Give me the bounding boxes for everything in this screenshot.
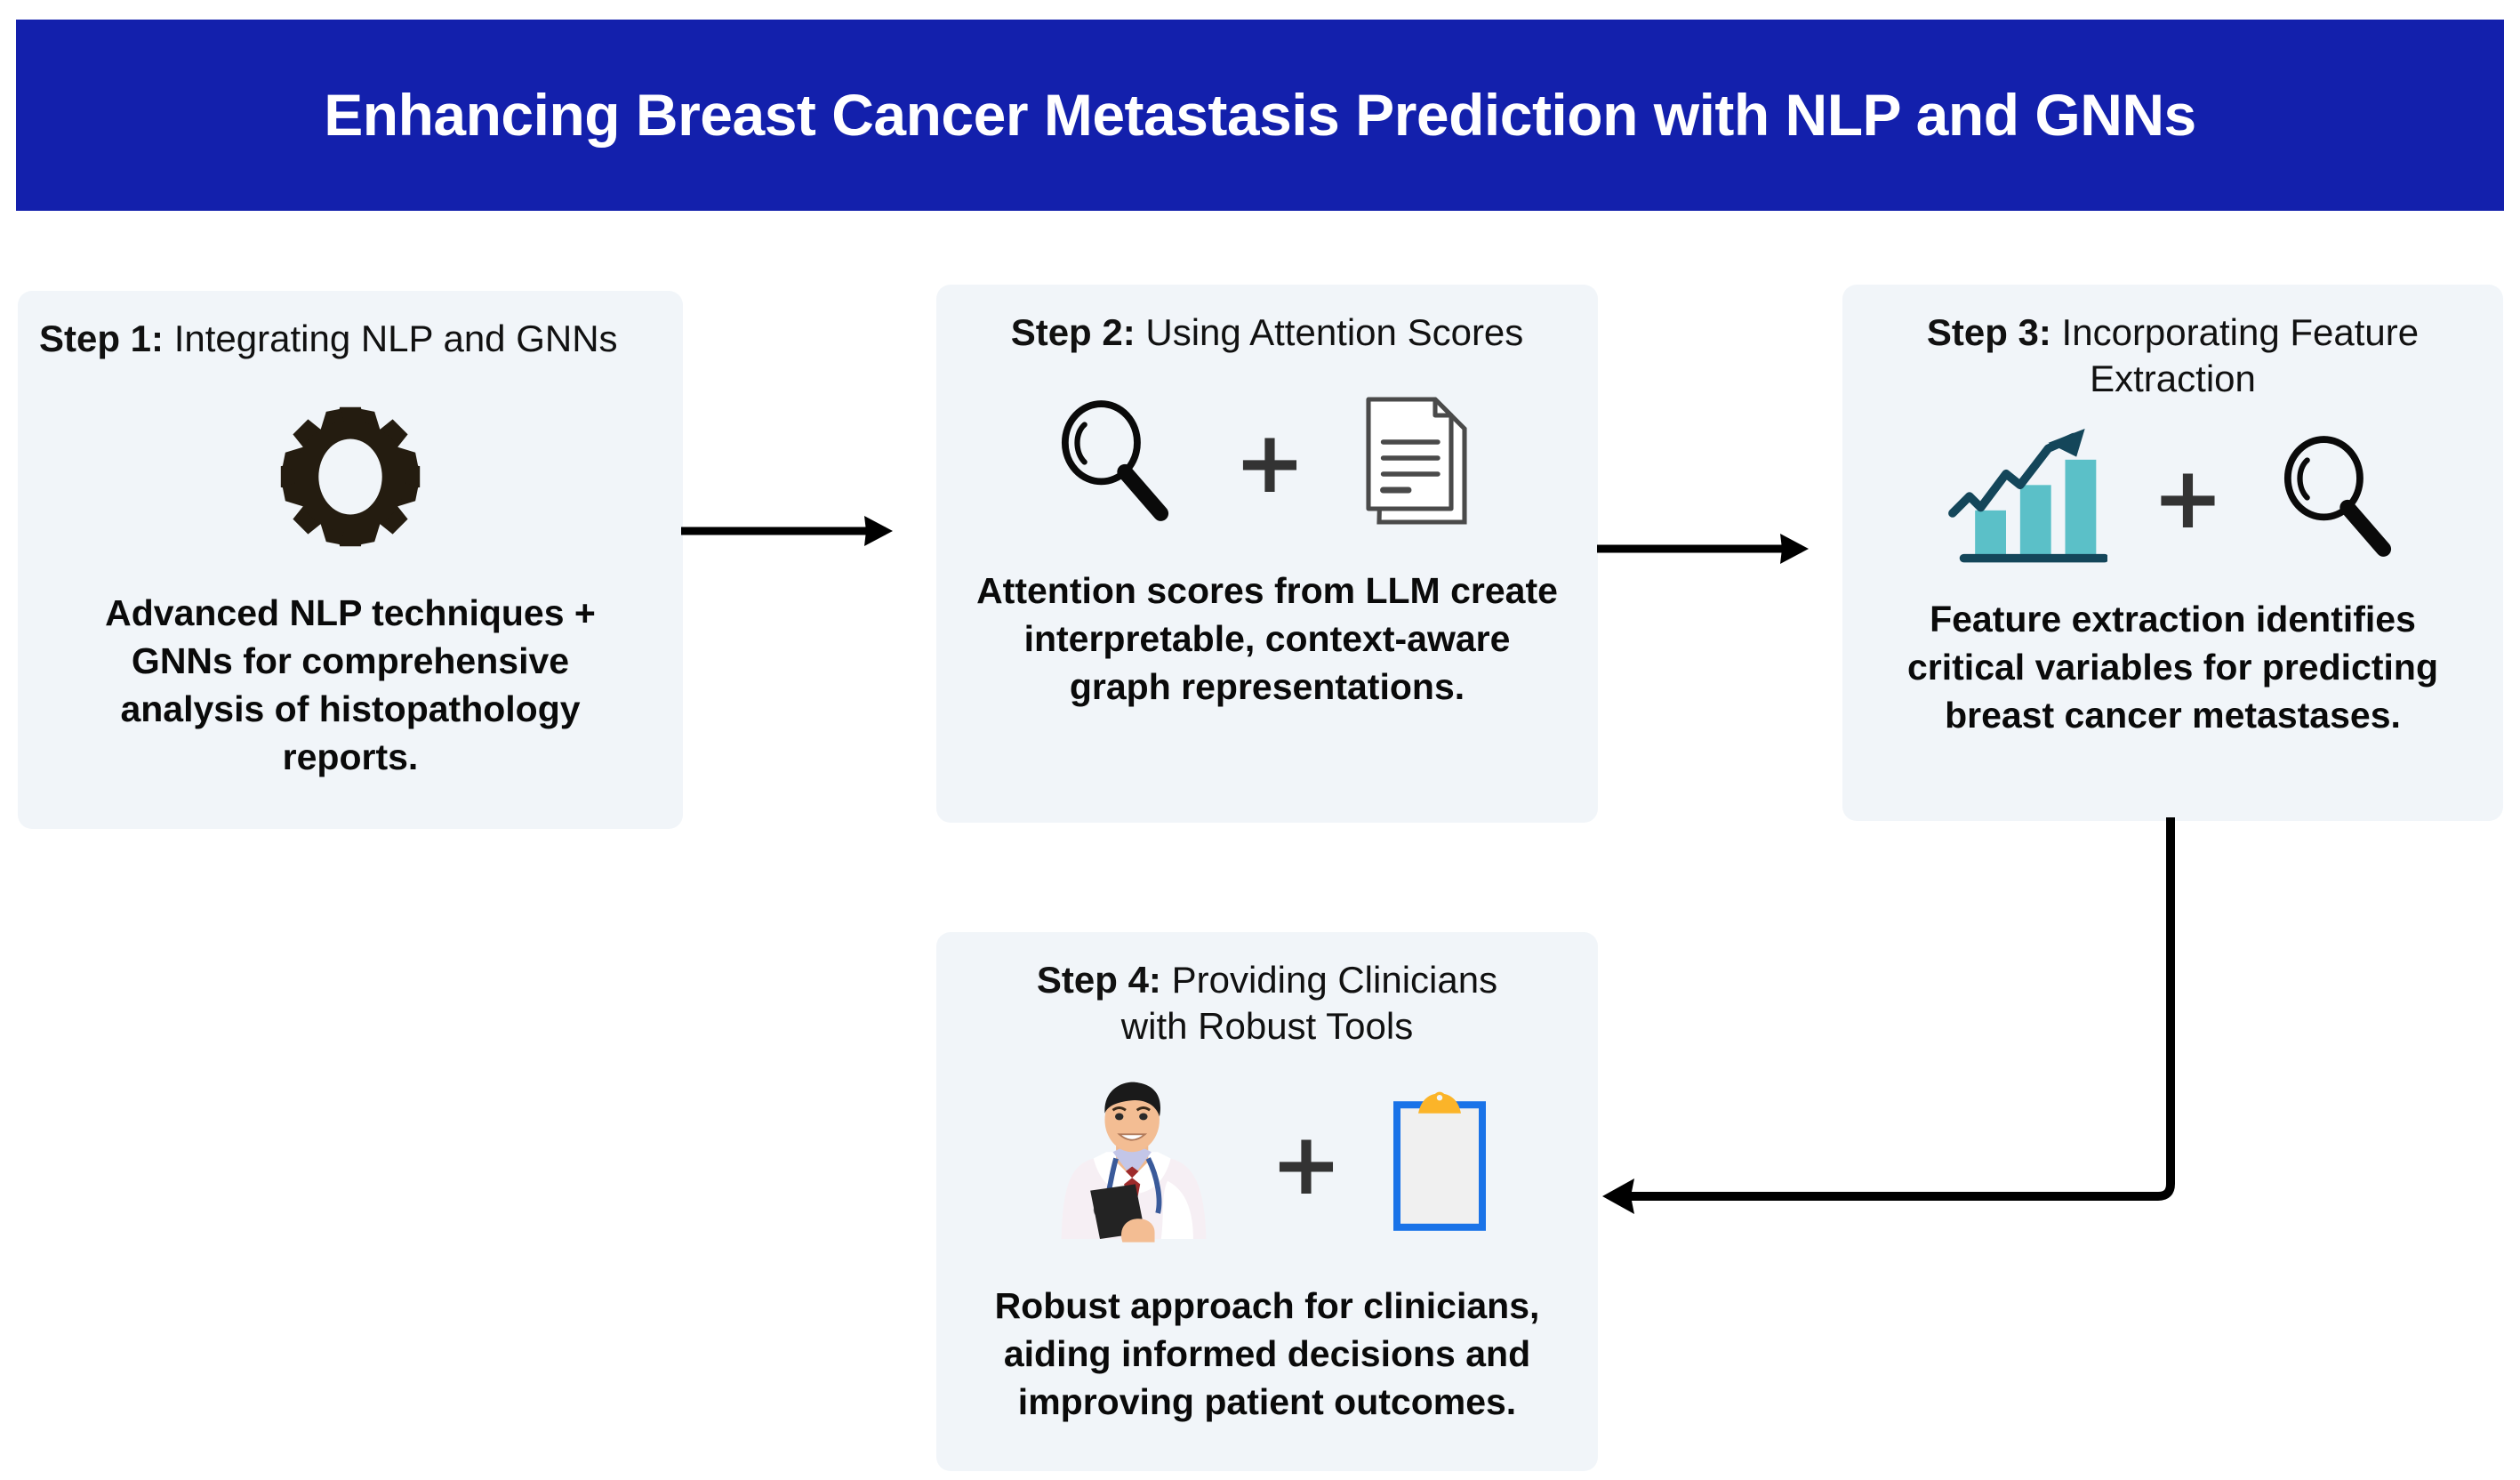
plus-icon: + bbox=[1270, 1114, 1343, 1215]
step-card-2: Step 2: Using Attention Scores + Attenti… bbox=[936, 285, 1598, 823]
magnifier-icon bbox=[2268, 427, 2407, 570]
step-3-icon-row: + bbox=[1938, 425, 2406, 572]
gear-icon bbox=[275, 401, 426, 557]
step-3-label: Step 3: bbox=[1926, 311, 2051, 353]
step-2-icon-row: + bbox=[1046, 391, 1489, 535]
step-3-heading: Step 3: Incorporating Feature Extraction bbox=[1842, 310, 2503, 402]
step-3-body: Feature extraction identifies critical v… bbox=[1907, 599, 2438, 736]
step-1-title: Integrating NLP and GNNs bbox=[164, 318, 618, 359]
clipboard-icon bbox=[1390, 1088, 1489, 1242]
step-4-label: Step 4: bbox=[1036, 959, 1161, 1001]
plus-icon: + bbox=[2152, 448, 2224, 549]
connector-step2-to-step3 bbox=[1597, 534, 1809, 564]
step-4-icon-row: + bbox=[1045, 1078, 1489, 1251]
doctor-icon bbox=[1045, 1078, 1223, 1251]
step-2-body: Attention scores from LLM create interpr… bbox=[976, 570, 1558, 708]
step-1-body: Advanced NLP techniques + GNNs for compr… bbox=[105, 592, 596, 778]
step-1-label: Step 1: bbox=[39, 318, 165, 359]
step-3-title: Incorporating Feature Extraction bbox=[2051, 311, 2420, 400]
step-card-1: Step 1: Integrating NLP and GNNs bbox=[18, 291, 683, 829]
step-2-label: Step 2: bbox=[1010, 311, 1136, 353]
plus-icon: + bbox=[1233, 412, 1306, 512]
documents-icon bbox=[1355, 391, 1489, 535]
growth-bar-chart-icon bbox=[1938, 425, 2109, 572]
header-banner: Enhancing Breast Cancer Metastasis Predi… bbox=[16, 20, 2504, 211]
magnifier-icon bbox=[1046, 391, 1184, 535]
step-card-3: Step 3: Incorporating Feature Extraction… bbox=[1842, 285, 2503, 821]
step-4-heading: Step 4: Providing Clinicians with Robust… bbox=[936, 957, 1598, 1050]
connector-step3-to-step4 bbox=[1602, 817, 2175, 1214]
step-2-heading: Step 2: Using Attention Scores bbox=[936, 310, 1598, 356]
step-2-title: Using Attention Scores bbox=[1135, 311, 1524, 353]
step-4-body: Robust approach for clinicians, aiding i… bbox=[994, 1285, 1540, 1423]
connector-step1-to-step2 bbox=[681, 516, 893, 546]
step-card-4: Step 4: Providing Clinicians with Robust… bbox=[936, 932, 1598, 1471]
step-1-heading: Step 1: Integrating NLP and GNNs bbox=[18, 316, 683, 362]
page-title: Enhancing Breast Cancer Metastasis Predi… bbox=[324, 82, 2196, 149]
step-4-title: Providing Clinicians with Robust Tools bbox=[1120, 959, 1498, 1048]
step-1-icon-row bbox=[275, 401, 426, 557]
